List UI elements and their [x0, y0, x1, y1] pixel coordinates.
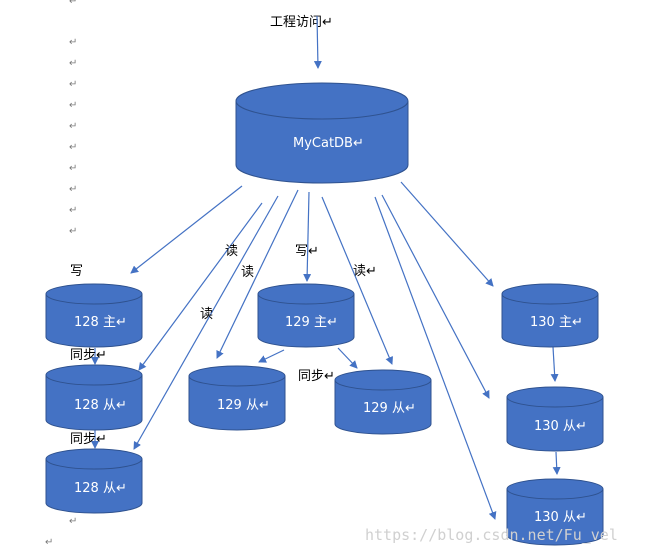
paragraph-mark: ↵	[69, 142, 77, 153]
paragraph-mark: ↵	[69, 79, 77, 90]
paragraph-mark: ↵	[69, 58, 77, 69]
mycat-db-node: MyCatDB↵	[235, 82, 409, 184]
arrow-read-128a	[138, 202, 263, 371]
node-label: 130 主↵	[530, 315, 583, 330]
read-label: 读	[225, 244, 238, 259]
slave-128a-node: 128 从↵	[45, 364, 143, 431]
read-label: 读	[200, 307, 213, 322]
arrow-sync-130a	[550, 346, 559, 382]
slave-128b-node: 128 从↵	[45, 448, 143, 514]
read-label: 读	[241, 265, 254, 280]
sync-label-128a: 同步↵	[70, 348, 107, 363]
write-label-128: 写	[70, 264, 83, 279]
paragraph-mark: ↵	[69, 184, 77, 195]
diagram-title: 工程访问↵	[270, 15, 333, 30]
arrow-read-130a	[381, 194, 490, 399]
paragraph-mark: ↵	[45, 537, 53, 548]
read-label: 读↵	[353, 264, 377, 279]
paragraph-mark: ↵	[69, 516, 77, 527]
arrow-sync-129b	[337, 347, 358, 369]
node-label: 128 主↵	[74, 315, 127, 330]
node-label: 128 从↵	[74, 398, 127, 413]
paragraph-mark: ↵	[69, 163, 77, 174]
slave-130a-node: 130 从↵	[506, 386, 604, 452]
arrow-access-to-mycat	[313, 15, 322, 69]
node-label: 130 从↵	[534, 510, 587, 525]
paragraph-mark: ↵	[69, 37, 77, 48]
node-label: MyCatDB↵	[293, 136, 364, 151]
write-label-129: 写↵	[295, 244, 319, 259]
arrow-write-128	[130, 185, 243, 274]
slave-129a-node: 129 从↵	[188, 365, 286, 431]
arrow-read-129b	[321, 196, 393, 365]
node-label: 129 从↵	[217, 398, 270, 413]
node-label: 128 从↵	[74, 481, 127, 496]
arrow-write-130	[400, 181, 494, 287]
arrow-write-129	[303, 191, 312, 282]
sync-label-129: 同步↵	[298, 369, 335, 384]
arrows	[91, 15, 561, 520]
arrow-read-128b	[133, 195, 279, 450]
arrow-sync-130b	[552, 451, 561, 475]
paragraph-mark: ↵	[69, 121, 77, 132]
arrow-read-130b	[374, 196, 497, 520]
paragraph-mark: ↵	[69, 226, 77, 237]
paragraph-marks: ↵ ↵ ↵ ↵ ↵ ↵ ↵ ↵ ↵ ↵ ↵ ↵ ↵	[45, 0, 77, 548]
paragraph-mark: ↵	[69, 0, 77, 7]
master-130-node: 130 主↵	[501, 283, 599, 348]
watermark: https://blog.csdn.net/Fu_vel	[365, 526, 618, 544]
arrow-sync-129a	[258, 349, 285, 363]
arrow-read-129a	[216, 189, 299, 359]
master-128-node: 128 主↵	[45, 283, 143, 348]
sync-label-128b: 同步↵	[70, 432, 107, 447]
paragraph-mark: ↵	[69, 100, 77, 111]
paragraph-mark: ↵	[69, 205, 77, 216]
node-label: 129 主↵	[285, 315, 338, 330]
slave-129b-node: 129 从↵	[334, 369, 432, 435]
slave-130b-node: 130 从↵	[506, 478, 604, 546]
master-129-node: 129 主↵	[257, 283, 355, 348]
node-label: 129 从↵	[363, 401, 416, 416]
node-label: 130 从↵	[534, 419, 587, 434]
